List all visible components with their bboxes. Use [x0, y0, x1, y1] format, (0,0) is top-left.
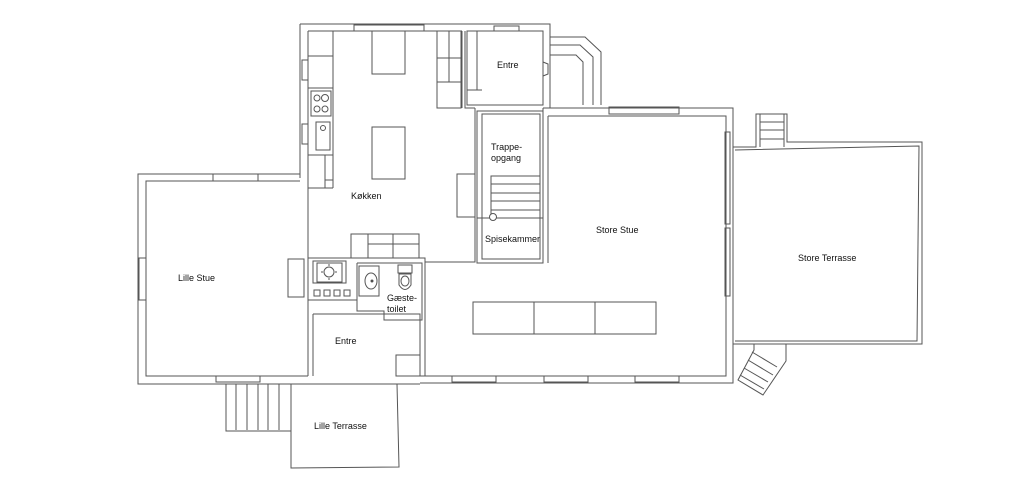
kitchen-fixtures	[308, 31, 475, 258]
kitchen-walls	[300, 24, 610, 262]
room-label-spisekammer: Spisekammer	[485, 234, 541, 244]
room-label-store-stue: Store Stue	[596, 225, 639, 235]
entrance-ramp	[550, 37, 601, 105]
room-label-trappeopgang-line1: Trappe-	[491, 142, 523, 152]
washbasin-icon	[359, 266, 379, 296]
store-stue-walls	[420, 107, 733, 383]
room-label-lille-stue: Lille Stue	[178, 273, 216, 283]
toilet-icon	[398, 265, 412, 290]
lille-terrasse-walls	[226, 384, 399, 468]
bath-utility-walls	[313, 261, 422, 320]
room-label-lille-terrasse: Lille Terrasse	[314, 421, 367, 431]
room-label-entre-top: Entre	[497, 60, 519, 70]
washing-machine-icon	[317, 263, 342, 282]
room-label-gaestetoilet-line2: toilet	[387, 304, 407, 314]
room-label-kokken: Køkken	[351, 191, 382, 201]
store-terrasse-walls	[733, 114, 922, 395]
entre-top-walls	[467, 26, 548, 105]
room-label-trappeopgang-line2: opgang	[491, 153, 522, 163]
entre-bottom-walls	[308, 262, 425, 376]
room-label-entre-bottom: Entre	[335, 336, 357, 346]
room-label-gaestetoilet-line1: Gæste-	[387, 293, 418, 303]
room-label-store-terrasse: Store Terrasse	[798, 253, 857, 263]
